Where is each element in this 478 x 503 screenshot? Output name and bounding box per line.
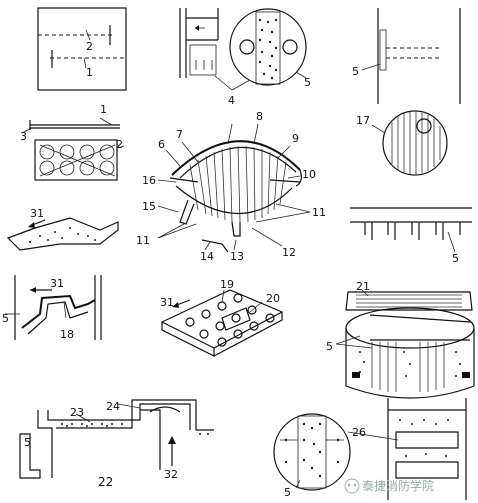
label-5d: 5 xyxy=(452,252,459,265)
label-26: 26 xyxy=(352,426,366,439)
fig-crossflow-tray xyxy=(335,289,475,399)
label-6: 6 xyxy=(158,138,165,151)
label-12: 12 xyxy=(282,246,296,259)
fig-mesh-strip xyxy=(21,117,125,181)
fig-tower-wall xyxy=(361,8,461,104)
label-16: 16 xyxy=(142,174,156,187)
label-5e: 5 xyxy=(326,340,333,353)
label-31a: 31 xyxy=(30,207,44,220)
label-4: 4 xyxy=(228,94,235,107)
label-1a: 1 xyxy=(86,66,93,79)
label-18: 18 xyxy=(60,328,74,341)
label-5g: 5 xyxy=(284,486,291,499)
label-7: 7 xyxy=(176,128,183,141)
fig-grid-disc xyxy=(371,110,448,176)
label-11a: 11 xyxy=(136,234,150,247)
fig-mist-eliminator xyxy=(179,8,307,91)
label-31c: 31 xyxy=(160,296,174,309)
label-23: 23 xyxy=(70,406,84,419)
label-17: 17 xyxy=(356,114,370,127)
label-5a: 5 xyxy=(2,312,9,325)
fig-valve-plate xyxy=(160,289,284,357)
watermark-text: 泰捷消防学院 xyxy=(362,478,434,493)
label-24: 24 xyxy=(106,400,120,413)
fig-seal-duct xyxy=(19,399,214,479)
label-31b: 31 xyxy=(50,277,64,290)
label-22: 22 xyxy=(98,475,113,489)
label-19: 19 xyxy=(220,278,234,291)
label-8: 8 xyxy=(256,110,263,123)
label-9: 9 xyxy=(292,132,299,145)
label-5c: 5 xyxy=(352,65,359,78)
label-2b: 2 xyxy=(116,138,123,151)
label-15: 15 xyxy=(142,200,156,213)
watermark-logo xyxy=(344,478,360,494)
fig-sieve-plate-outline xyxy=(37,7,127,91)
label-5b: 5 xyxy=(304,76,311,89)
label-2a: 2 xyxy=(86,40,93,53)
label-5f: 5 xyxy=(24,436,31,449)
fig-perforated-tray xyxy=(6,217,119,251)
fig-bottom-section xyxy=(273,398,467,500)
label-10: 10 xyxy=(302,168,316,181)
label-13: 13 xyxy=(230,250,244,263)
label-20: 20 xyxy=(266,292,280,305)
label-21: 21 xyxy=(356,280,370,293)
label-3: 3 xyxy=(20,130,27,143)
label-32: 32 xyxy=(164,468,178,481)
label-14: 14 xyxy=(200,250,214,263)
fig-notched-weir xyxy=(350,207,472,253)
label-11b: 11 xyxy=(312,206,326,219)
fig-dome-tray xyxy=(157,123,311,253)
label-1b: 1 xyxy=(100,103,107,116)
fig-valve-section xyxy=(5,275,102,340)
